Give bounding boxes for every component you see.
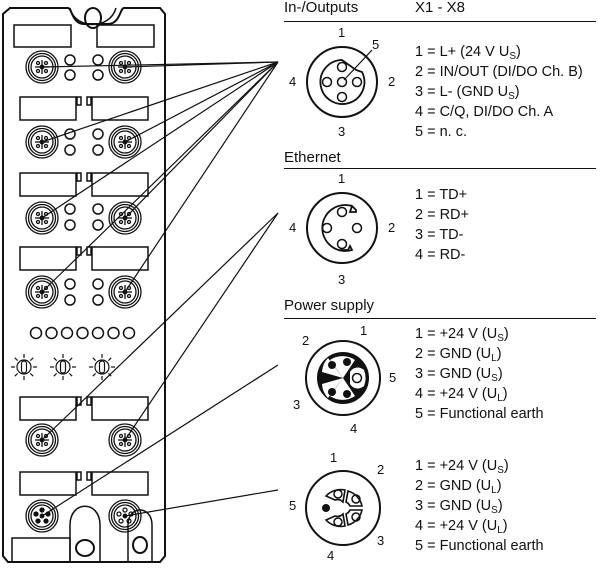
io-section-subtitle: X1 - X8 [415,0,466,16]
status-led [76,326,89,340]
mounting-hole-top [84,7,102,29]
power-female-pin-row: 4 = +24 V (UL) [415,518,508,536]
status-led [91,326,105,340]
power-male-pin-label-5: 5 [389,370,397,385]
power-male-pin-row: 4 = +24 V (UL) [415,386,508,404]
io-pin-row: 3 = L- (GND US) [415,84,520,102]
ethernet-pin-list: 1 = TD+ 2 = RD+ 3 = TD- 4 = RD- [415,185,469,265]
ethernet-pin-label-3: 3 [338,272,346,287]
status-led [60,326,74,340]
power-male-pin-row: 3 = GND (US) [415,366,503,384]
ethernet-pin-row: 4 = RD- [415,247,466,263]
power-female-pin-row: 1 = +24 V (US) [415,458,509,476]
rotary-switch[interactable] [50,354,76,380]
mounting-lug-left [69,505,101,562]
status-led [45,326,58,340]
io-pin-label-4: 4 [289,74,297,89]
io-connector-face [306,46,378,118]
status-led [107,326,120,340]
mounting-hole-bottom-right [132,536,148,554]
status-led [122,326,136,340]
io-section-rule [284,21,596,22]
ethernet-pin-label-4: 4 [289,220,297,235]
power-female-pin-label-2: 2 [377,462,385,477]
power-female-pin-row: 2 = GND (UL) [415,478,502,496]
ethernet-pin-label-1: 1 [338,171,346,186]
ethernet-connector-face [306,192,378,264]
power-male-pin-list: 1 = +24 V (US) 2 = GND (UL) 3 = GND (US)… [415,324,544,424]
rotary-switch[interactable] [11,354,37,380]
io-pin-row: 4 = C/Q, DI/DO Ch. A [415,104,554,120]
ethernet-pin-row: 1 = TD+ [415,187,468,203]
io-pin-row: 2 = IN/OUT (DI/DO Ch. B) [415,64,583,80]
power-female-pin-label-4: 4 [327,548,335,563]
ethernet-pin-row: 3 = TD- [415,227,464,243]
io-pin-label-3: 3 [338,124,346,139]
power-male-pin-row: 5 = Functional earth [415,406,544,422]
leader-lines [41,61,279,517]
mounting-hole-bottom-left [75,539,95,557]
power-male-connector-face [305,340,381,416]
ethernet-section-rule [284,168,596,169]
power-female-pin-label-1: 1 [330,450,338,465]
power-male-pin-label-1: 1 [360,323,368,338]
power-female-pin-label-3: 3 [377,533,385,548]
power-male-pin-row: 1 = +24 V (US) [415,326,509,344]
io-pin-row: 5 = n. c. [415,124,467,140]
rotary-switch[interactable] [89,354,115,380]
io-pin-label-5: 5 [372,37,380,52]
power-male-pin-label-3: 3 [293,397,301,412]
ethernet-pin-row: 2 = RD+ [415,207,469,223]
status-led [29,326,43,340]
io-port [25,201,59,235]
power-female-pin-label-5: 5 [289,498,297,513]
power-female-pin-row: 3 = GND (US) [415,498,503,516]
status-led-row [29,326,136,340]
ethernet-pin-label-2: 2 [388,220,396,235]
io-port [108,275,142,309]
power-female-pin-list: 1 = +24 V (US) 2 = GND (UL) 3 = GND (US)… [415,456,544,556]
power-section-rule [284,318,596,319]
power-female-connector-face [305,470,381,546]
power-port [25,499,59,533]
ethernet-section-title: Ethernet [284,149,341,166]
rotary-switches [11,354,115,380]
label-fields [11,24,155,563]
io-pin-label-2: 2 [388,74,396,89]
power-male-pin-row: 2 = GND (UL) [415,346,502,364]
power-male-pin-label-2: 2 [302,333,310,348]
power-male-pin-label-4: 4 [350,421,358,436]
port-leds [64,54,104,306]
power-section-title: Power supply [284,297,375,314]
io-pin-label-1: 1 [338,25,346,40]
io-section-title: In-/Outputs [284,0,359,16]
io-pin-list: 1 = L+ (24 V US) 2 = IN/OUT (DI/DO Ch. B… [415,42,583,142]
power-female-pin-row: 5 = Functional earth [415,538,544,554]
io-pin-row: 1 = L+ (24 V US) [415,44,521,62]
